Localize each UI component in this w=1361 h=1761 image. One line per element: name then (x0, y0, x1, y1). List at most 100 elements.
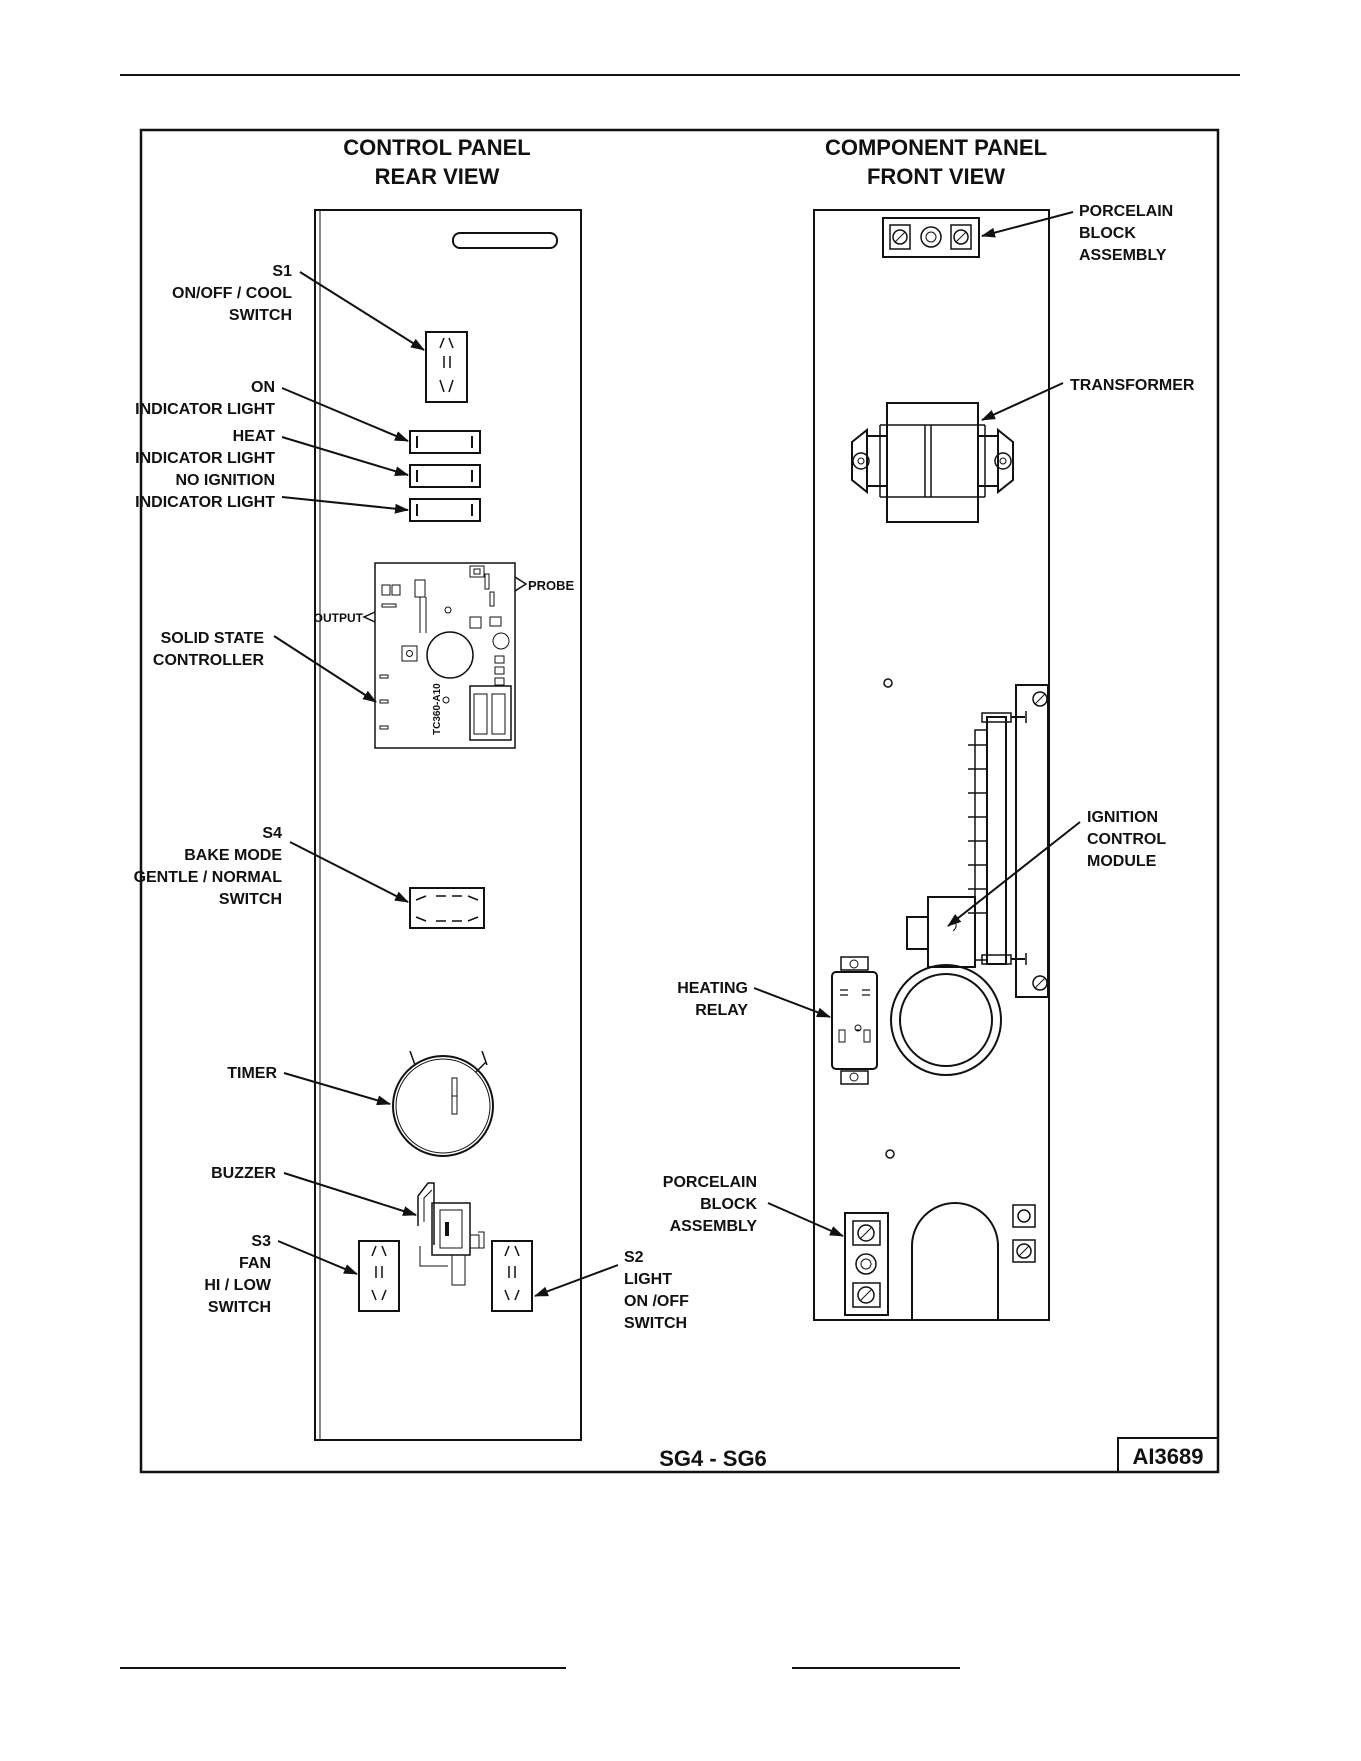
mounting-hole (883, 678, 893, 688)
s4-bake-mode-switch-icon (409, 887, 485, 929)
porcelain-top-leader (981, 211, 1074, 238)
svg-text:SWITCH: SWITCH (624, 1315, 687, 1332)
board-model-label: TC360-A10 (432, 683, 443, 735)
s2-light-switch-icon (491, 1240, 533, 1312)
buzzer-icon (417, 1182, 485, 1286)
buzzer-label: BUZZER (211, 1165, 276, 1182)
left-title-line2: REAR VIEW (375, 164, 500, 189)
svg-text:INDICATOR LIGHT: INDICATOR LIGHT (135, 494, 275, 511)
conduit-ring-inner (899, 973, 993, 1067)
solid-state-controller-board: TC360-A10 (374, 562, 516, 749)
s3-leader (277, 1240, 358, 1275)
svg-text:ASSEMBLY: ASSEMBLY (670, 1218, 758, 1235)
on-indicator-light-icon (409, 430, 481, 454)
svg-text:CONTROLLER: CONTROLLER (153, 652, 265, 669)
porcelain-block-top-icon (882, 217, 980, 258)
svg-text:LIGHT: LIGHT (624, 1271, 672, 1288)
svg-text:INDICATOR LIGHT: INDICATOR LIGHT (135, 450, 275, 467)
svg-text:ON: ON (251, 379, 275, 396)
s1-label: S1 ON/OFF / COOL SWITCH (172, 263, 292, 324)
heating-relay-icon (831, 956, 878, 1085)
svg-text:BAKE MODE: BAKE MODE (184, 847, 282, 864)
svg-text:S3: S3 (251, 1233, 271, 1250)
porcelain-block-bottom-icon (844, 1212, 889, 1316)
control-panel: TC360-A10 (314, 209, 582, 1441)
probe-label: PROBE (528, 578, 575, 593)
controller-leader (273, 635, 377, 703)
heat-light-label: HEAT INDICATOR LIGHT (135, 428, 275, 467)
svg-text:ON/OFF / COOL: ON/OFF / COOL (172, 285, 292, 302)
model-range-label: SG4 - SG6 (659, 1446, 767, 1471)
ignition-label: IGNITION CONTROL MODULE (1087, 809, 1166, 870)
svg-text:HI / LOW: HI / LOW (204, 1277, 272, 1294)
porcelain-bottom-label: PORCELAIN BLOCK ASSEMBLY (663, 1174, 758, 1235)
porcelain-top-label: PORCELAIN BLOCK ASSEMBLY (1079, 203, 1173, 264)
timer-label: TIMER (227, 1065, 277, 1082)
svg-text:PORCELAIN: PORCELAIN (663, 1174, 757, 1191)
timer-dial-icon (392, 1050, 494, 1157)
panel-slot (452, 232, 558, 249)
svg-text:HEAT: HEAT (233, 428, 276, 445)
controller-label: SOLID STATE CONTROLLER (153, 630, 265, 669)
svg-text:SOLID STATE: SOLID STATE (161, 630, 265, 647)
svg-text:BLOCK: BLOCK (1079, 225, 1136, 242)
relay-leader (753, 987, 831, 1018)
svg-text:GENTLE / NORMAL: GENTLE / NORMAL (134, 869, 283, 886)
ignition-leader (947, 821, 1081, 927)
figure-frame (139, 128, 1220, 1474)
svg-text:S1: S1 (272, 263, 292, 280)
svg-text:FAN: FAN (239, 1255, 271, 1272)
svg-text:RELAY: RELAY (695, 1002, 748, 1019)
figure-id-box (1117, 1437, 1219, 1473)
probe-connector-icon (514, 576, 528, 592)
left-title-line1: CONTROL PANEL (343, 135, 530, 160)
relay-label: HEATING RELAY (677, 980, 748, 1019)
ground-terminal-icon (1012, 1204, 1036, 1263)
svg-text:HEATING: HEATING (677, 980, 748, 997)
svg-text:MODULE: MODULE (1087, 853, 1157, 870)
mounting-hole (885, 1149, 895, 1159)
porcelain-bottom-leader (767, 1202, 844, 1237)
svg-text:CONTROL: CONTROL (1087, 831, 1166, 848)
output-connector-icon (362, 611, 376, 623)
right-title-line2: FRONT VIEW (867, 164, 1005, 189)
s4-label: S4 BAKE MODE GENTLE / NORMAL SWITCH (134, 825, 283, 908)
svg-text:SWITCH: SWITCH (219, 891, 282, 908)
buzzer-leader (283, 1172, 417, 1216)
s3-label: S3 FAN HI / LOW SWITCH (204, 1233, 272, 1316)
svg-text:S4: S4 (262, 825, 282, 842)
s2-label: S2 LIGHT ON /OFF SWITCH (624, 1249, 689, 1332)
svg-text:NO IGNITION: NO IGNITION (175, 472, 275, 489)
output-label: OUTPUT (314, 611, 364, 625)
svg-text:SWITCH: SWITCH (229, 307, 292, 324)
on-light-label: ON INDICATOR LIGHT (135, 379, 275, 418)
component-panel (813, 209, 1050, 1321)
s1-rocker-switch-icon (425, 331, 468, 403)
conduit-ring (890, 964, 1002, 1076)
svg-text:ASSEMBLY: ASSEMBLY (1079, 247, 1167, 264)
no-ignition-indicator-light-icon (409, 498, 481, 522)
svg-text:PORCELAIN: PORCELAIN (1079, 203, 1173, 220)
svg-text:BLOCK: BLOCK (700, 1196, 757, 1213)
transformer-icon (851, 402, 1014, 523)
s4-leader (289, 841, 409, 903)
svg-text:INDICATOR LIGHT: INDICATOR LIGHT (135, 401, 275, 418)
figure-id-label: AI3689 (1133, 1444, 1204, 1469)
svg-text:SWITCH: SWITCH (208, 1299, 271, 1316)
transformer-label: TRANSFORMER (1070, 377, 1195, 394)
svg-text:S2: S2 (624, 1249, 644, 1266)
panel-cutout (911, 1202, 999, 1320)
svg-text:ON /OFF: ON /OFF (624, 1293, 689, 1310)
transformer-leader (981, 382, 1064, 421)
ignition-control-module-icon (906, 684, 1049, 998)
s3-fan-switch-icon (358, 1240, 400, 1312)
on-light-leader (281, 387, 409, 442)
right-title-line1: COMPONENT PANEL (825, 135, 1047, 160)
svg-text:IGNITION: IGNITION (1087, 809, 1158, 826)
s2-leader (534, 1264, 619, 1297)
no-ignition-light-label: NO IGNITION INDICATOR LIGHT (135, 472, 275, 511)
heat-light-leader (281, 436, 409, 477)
timer-leader (283, 1072, 391, 1106)
heat-indicator-light-icon (409, 464, 481, 488)
